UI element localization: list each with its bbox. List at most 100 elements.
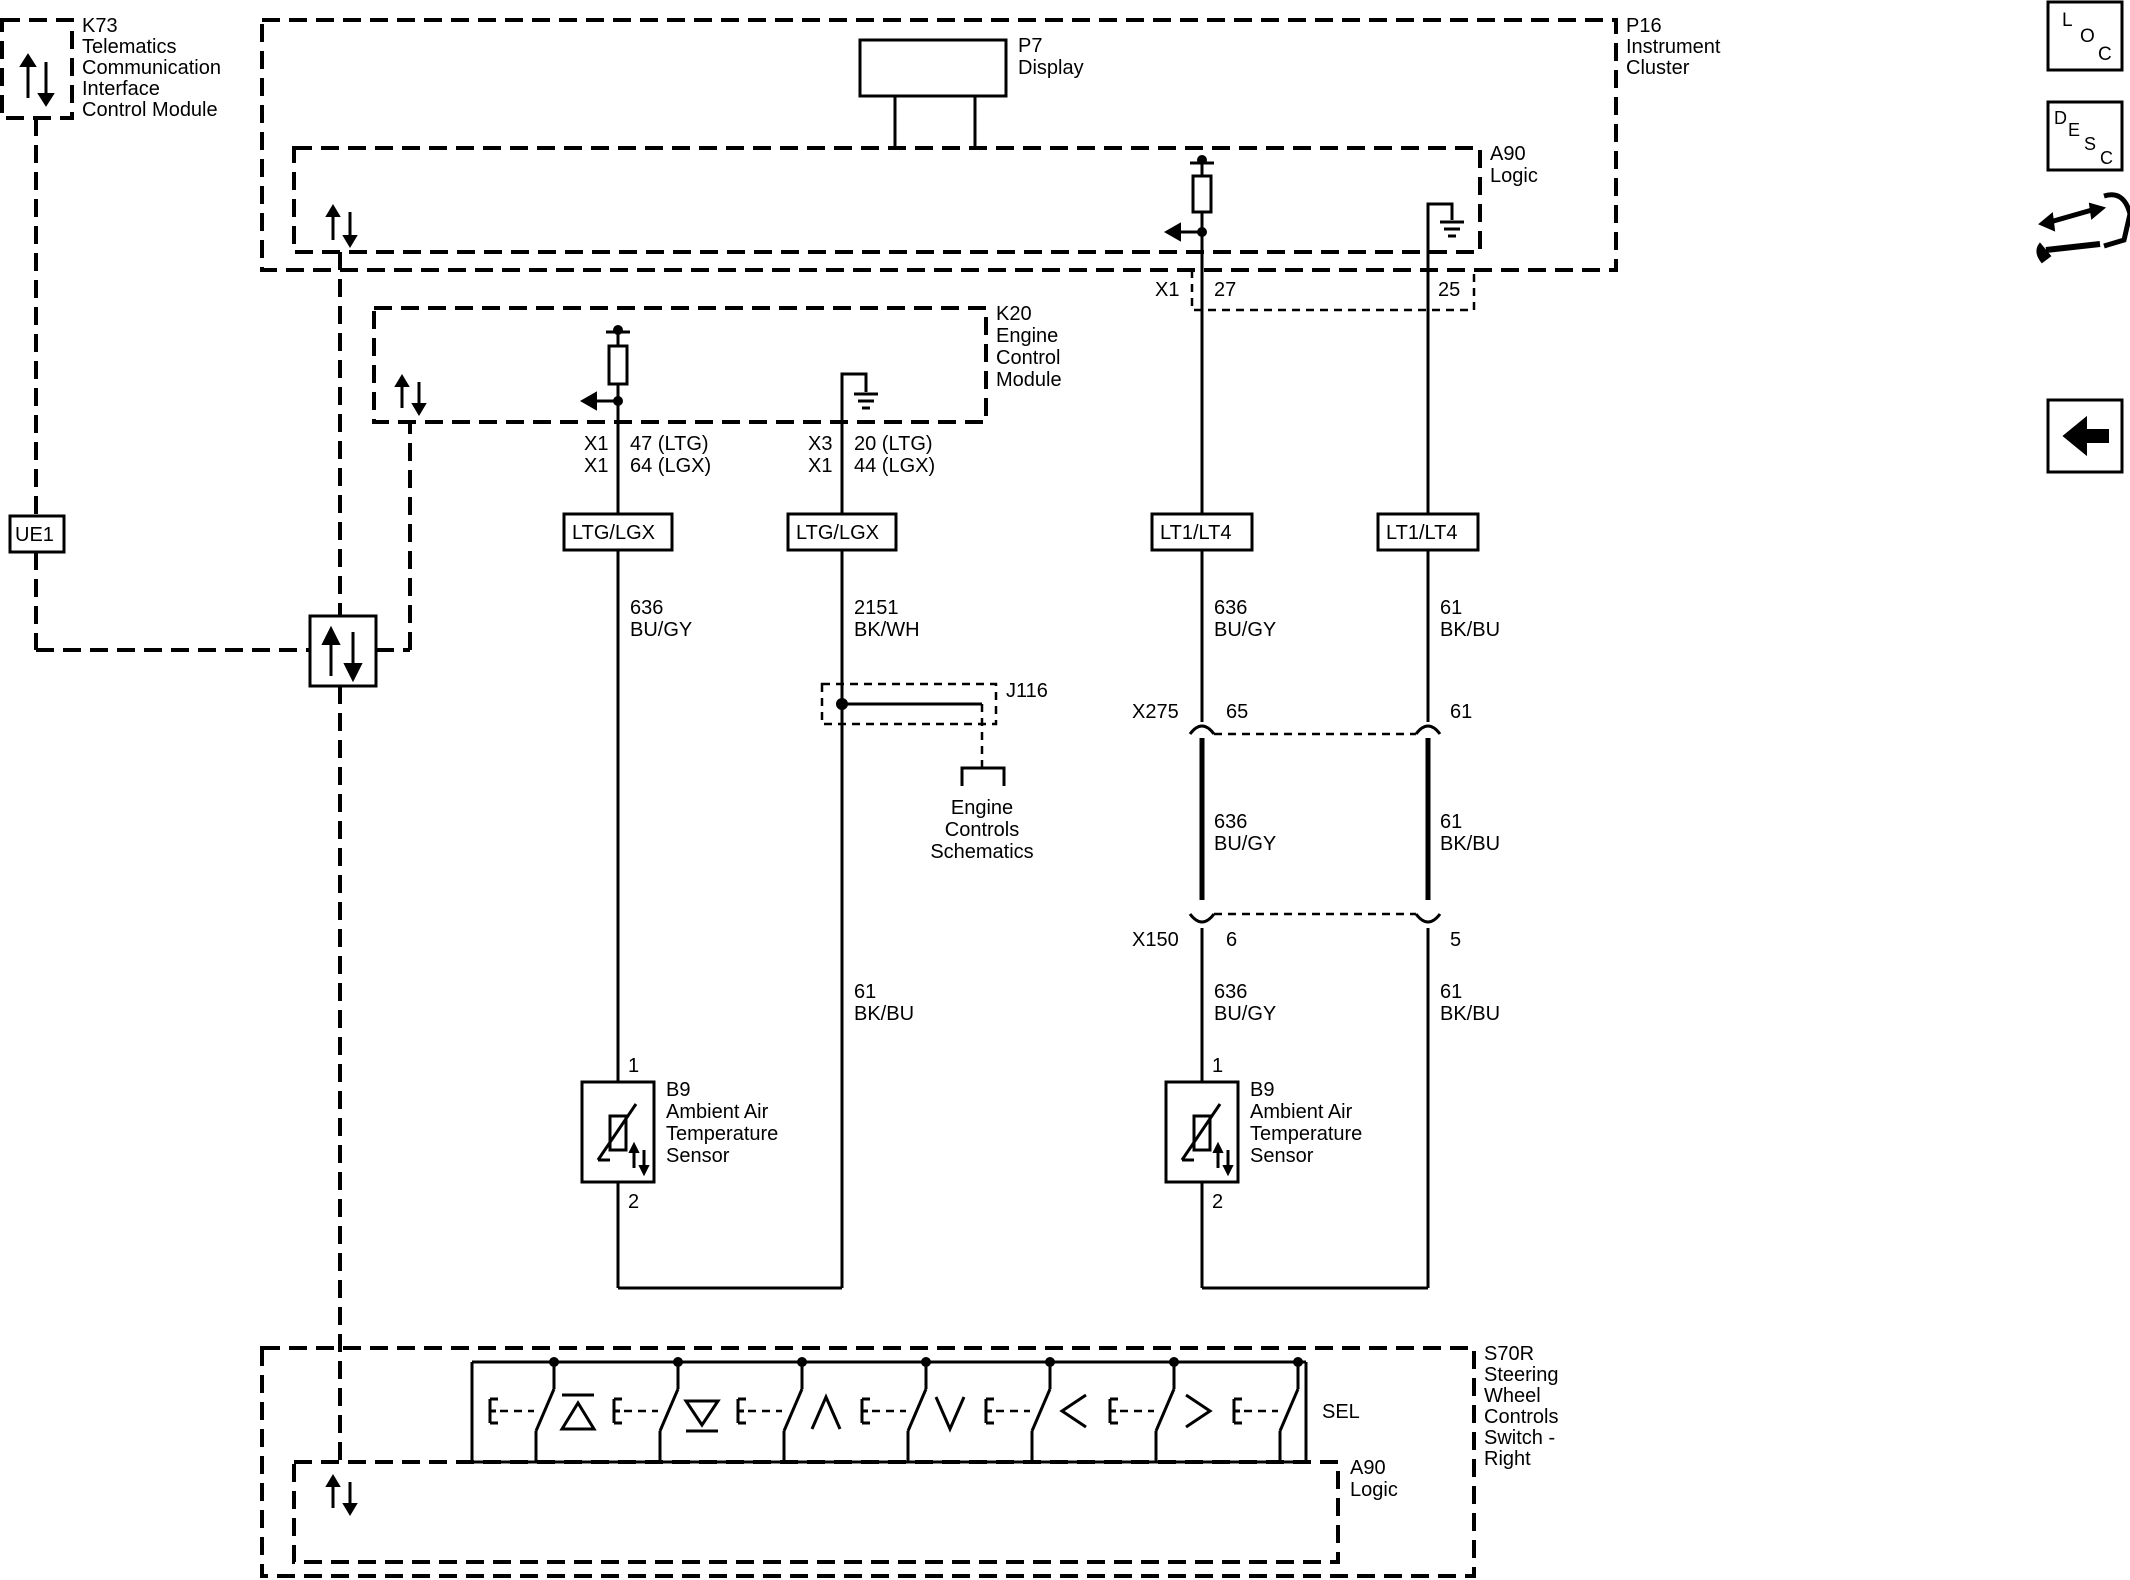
engine-controls-label-2: Controls bbox=[945, 819, 1019, 841]
desc-letter-d: D bbox=[2054, 108, 2067, 128]
ground-icon bbox=[1426, 202, 1464, 292]
wire-61-r1-num: 61 bbox=[1440, 597, 1462, 619]
wire-61-r1-color: BK/BU bbox=[1440, 619, 1500, 641]
s70r-steering-wheel-switch: S70R Steering Wheel Controls Switch - Ri… bbox=[260, 1343, 1559, 1578]
right-sensor-circuit: X275 65 61 636 BU/GY 61 BK/BU 636 BU/GY … bbox=[1132, 292, 1500, 1290]
left-arrow-icon bbox=[2062, 415, 2109, 457]
k20-sig-pin-2: 64 (LGX) bbox=[630, 455, 711, 477]
wire-61-r2-num: 61 bbox=[1440, 811, 1462, 833]
switch-contact-1 bbox=[488, 1357, 559, 1462]
b9-right-label-1: B9 bbox=[1250, 1079, 1274, 1101]
k20-gnd-pin-1: 20 (LTG) bbox=[854, 433, 933, 455]
switch-contact-6 bbox=[1108, 1357, 1179, 1462]
k20-label-1: K20 bbox=[996, 303, 1032, 325]
s70r-label-2: Steering bbox=[1484, 1364, 1559, 1386]
bidirectional-arrow-icon bbox=[325, 204, 358, 248]
s70r-label-5: Switch - bbox=[1484, 1427, 1555, 1449]
p16-instrument-cluster: P16 Instrument Cluster P7 Display A90 Lo… bbox=[260, 15, 1721, 312]
k20-sig-pin-1: 47 (LTG) bbox=[630, 433, 709, 455]
switch-contact-7 bbox=[1232, 1357, 1303, 1462]
b9-left-label-3: Temperature bbox=[666, 1123, 778, 1145]
a90-logic-bottom: A90 Logic bbox=[292, 1457, 1398, 1564]
increase-button-icon: ▽ bbox=[683, 1399, 721, 1433]
k20-engine-control-module: K20 Engine Control Module X1 47 (LTG) X1… bbox=[372, 303, 1062, 477]
k20-gnd-conn-2: X1 bbox=[808, 455, 832, 477]
x1-connector: X1 27 25 bbox=[1155, 270, 1476, 312]
s70r-label-6: Right bbox=[1484, 1448, 1531, 1470]
x275-name: X275 bbox=[1132, 701, 1179, 723]
x1-name: X1 bbox=[1155, 279, 1179, 301]
j116-label: J116 bbox=[1006, 680, 1048, 702]
x150-connector: X150 6 5 bbox=[1132, 912, 1461, 1288]
bidirectional-arrow-icon bbox=[325, 1474, 358, 1516]
b9-right-pin-1: 1 bbox=[1212, 1055, 1223, 1077]
wire-61-r3-num: 61 bbox=[1440, 981, 1462, 1003]
k20-label-3: Control bbox=[996, 347, 1060, 369]
p7-label-2: Display bbox=[1018, 57, 1084, 79]
wire-2151-num: 2151 bbox=[854, 597, 899, 619]
switch-contact-3 bbox=[736, 1357, 807, 1462]
wire-636-r2-num: 636 bbox=[1214, 811, 1247, 833]
wire-636-left-num: 636 bbox=[630, 597, 663, 619]
pullup-resistor-icon bbox=[579, 325, 630, 440]
a90-top-label-1: A90 bbox=[1490, 143, 1526, 165]
k73-module: K73 Telematics Communication Interface C… bbox=[0, 15, 221, 121]
wire-61-left-num: 61 bbox=[854, 981, 876, 1003]
x275-pin-65: 65 bbox=[1226, 701, 1248, 723]
b9-left-pin-2: 2 bbox=[628, 1191, 639, 1213]
bidirectional-arrow-icon bbox=[19, 53, 55, 107]
b9-right-label-2: Ambient Air bbox=[1250, 1101, 1353, 1123]
b9-left-label-1: B9 bbox=[666, 1079, 690, 1101]
s70r-label-4: Controls bbox=[1484, 1406, 1558, 1428]
loc-button[interactable]: L O C bbox=[2046, 0, 2124, 72]
b9-right-label-3: Temperature bbox=[1250, 1123, 1362, 1145]
tag-ltg-2: LTG/LGX bbox=[796, 522, 879, 544]
tag-lt1-1: LT1/LT4 bbox=[1160, 522, 1232, 544]
option-tags: LTG/LGX LTG/LGX LT1/LT4 LT1/LT4 bbox=[562, 512, 1480, 552]
ue1-tag: UE1 bbox=[15, 524, 54, 546]
b9-sensor-right: 1 2 B9 Ambient Air Temperature Sensor bbox=[1164, 1055, 1362, 1213]
engine-controls-label-1: Engine bbox=[951, 797, 1013, 819]
p7-display: P7 Display bbox=[858, 35, 1084, 148]
loc-letter-l: L bbox=[2062, 10, 2073, 31]
b9-left-label-4: Sensor bbox=[666, 1145, 730, 1167]
k73-label-4: Interface bbox=[82, 78, 160, 100]
desc-letter-e: E bbox=[2068, 120, 2080, 140]
k73-label-3: Communication bbox=[82, 57, 221, 79]
wire-636-left-color: BU/GY bbox=[630, 619, 692, 641]
desc-letter-c: C bbox=[2100, 148, 2113, 168]
desc-letter-s: S bbox=[2084, 134, 2096, 154]
connector-tool-icon[interactable] bbox=[2036, 192, 2130, 264]
serial-data-bus: UE1 bbox=[8, 118, 412, 1460]
desc-button[interactable]: D E S C bbox=[2046, 100, 2124, 172]
down-button-icon: ∨ bbox=[934, 1396, 966, 1433]
x1-pin-27: 27 bbox=[1214, 279, 1236, 301]
a90-logic-top: A90 Logic bbox=[292, 143, 1538, 292]
switch-label-sel: SEL bbox=[1322, 1401, 1360, 1423]
p7-label-1: P7 bbox=[1018, 35, 1042, 57]
up-button-icon: ∧ bbox=[810, 1393, 842, 1430]
x275-pin-61: 61 bbox=[1450, 701, 1472, 723]
switch-contact-4 bbox=[860, 1357, 931, 1462]
x150-pin-5: 5 bbox=[1450, 929, 1461, 951]
side-nav: L O C D E S C bbox=[2036, 0, 2130, 474]
switch-elements: △▽∧∨<> bbox=[488, 1357, 1303, 1462]
loc-letter-c: C bbox=[2098, 44, 2112, 65]
wire-636-r3-num: 636 bbox=[1214, 981, 1247, 1003]
bidirectional-arrow-icon bbox=[394, 374, 427, 416]
left-sensor-circuit: 636 BU/GY 2151 BK/WH 61 BK/BU J116 Engin… bbox=[580, 440, 1048, 1290]
k20-gnd-conn-1: X3 bbox=[808, 433, 832, 455]
k20-label-2: Engine bbox=[996, 325, 1058, 347]
engine-controls-label-3: Schematics bbox=[930, 841, 1033, 863]
x1-pin-25: 25 bbox=[1438, 279, 1460, 301]
k20-gnd-pin-2: 44 (LGX) bbox=[854, 455, 935, 477]
wire-61-r3-color: BK/BU bbox=[1440, 1003, 1500, 1025]
a90-bottom-label-2: Logic bbox=[1350, 1479, 1398, 1501]
tag-lt1-2: LT1/LT4 bbox=[1386, 522, 1458, 544]
switch-contact-5 bbox=[984, 1357, 1055, 1462]
back-button[interactable] bbox=[2046, 398, 2124, 474]
wire-636-r3-color: BU/GY bbox=[1214, 1003, 1276, 1025]
k73-label-1: K73 bbox=[82, 15, 118, 37]
right-button-icon: > bbox=[1185, 1393, 1213, 1429]
